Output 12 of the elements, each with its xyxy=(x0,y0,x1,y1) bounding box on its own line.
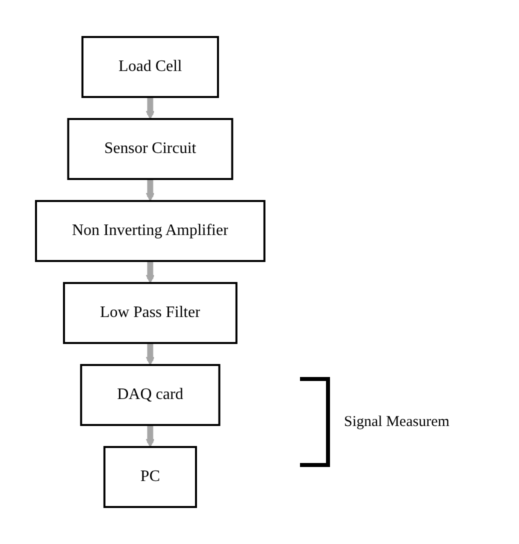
arrow xyxy=(146,424,154,448)
arrow xyxy=(146,260,154,284)
node-box: Low Pass Filter xyxy=(62,282,238,344)
node-box: PC xyxy=(103,446,197,508)
arrow xyxy=(146,96,154,120)
node-box: Load Cell xyxy=(81,36,219,98)
arrow xyxy=(146,342,154,366)
note-text: Signal Measurem xyxy=(344,414,450,430)
node-box: DAQ card xyxy=(80,364,220,426)
arrow xyxy=(146,178,154,202)
node-box: Non Inverting Amplifier xyxy=(34,200,266,262)
node-box: Sensor Circuit xyxy=(67,118,233,180)
